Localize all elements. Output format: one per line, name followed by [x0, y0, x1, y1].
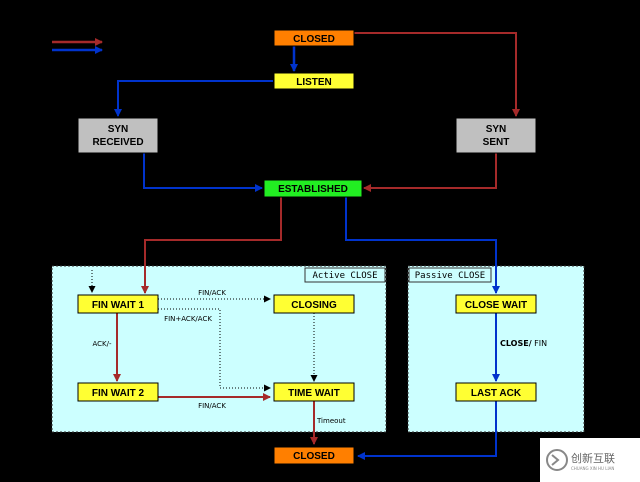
edge-synreceived-established — [143, 153, 263, 192]
state-established-label: ESTABLISHED — [278, 184, 348, 195]
edge-listen-synreceived — [114, 80, 273, 117]
edge-established-closewait — [345, 197, 500, 294]
state-fin-wait-2-label: FIN WAIT 2 — [92, 388, 145, 399]
state-last-ack-label: LAST ACK — [471, 388, 522, 399]
passive-close-label-box — [408, 267, 492, 283]
edge-label-fin: FIN — [532, 339, 548, 348]
state-syn-sent-label-2: SENT — [483, 137, 510, 148]
state-syn-received-label-2: RECEIVED — [92, 137, 143, 148]
watermark-text: 创新互联 — [571, 451, 615, 465]
edge-closed-synsent — [354, 32, 520, 117]
edge-label-fin-ack-2: FIN/ACK — [198, 402, 226, 410]
state-closed-top-label: CLOSED — [293, 34, 335, 45]
watermark-logo: 创新互联 CHUANG XIN HU LIAN — [540, 438, 640, 482]
state-closed-bottom: CLOSED — [273, 446, 355, 465]
edge-synsent-established — [363, 153, 497, 192]
state-closing-label: CLOSING — [291, 300, 337, 311]
state-fin-wait-1-label: FIN WAIT 1 — [92, 300, 145, 311]
edge-lastack-closed — [357, 401, 497, 460]
state-syn-sent-label-1: SYN — [486, 124, 507, 135]
edge-label-timeout: Timeout — [316, 417, 346, 425]
state-syn-received: SYN RECEIVED — [77, 117, 159, 154]
state-established: ESTABLISHED — [263, 179, 363, 198]
active-close-label: Active CLOSE — [312, 271, 377, 281]
state-fin-wait-2: FIN WAIT 2 — [77, 382, 159, 402]
passive-close-label: Passive CLOSE — [415, 271, 485, 281]
state-closed-top: CLOSED — [273, 29, 355, 47]
active-close-panel — [51, 265, 387, 433]
state-closed-bottom-label: CLOSED — [293, 451, 335, 462]
edge-label-ack: ACK/- — [92, 340, 112, 348]
edge-finwait1-timewait — [158, 308, 271, 392]
state-close-wait: CLOSE WAIT — [455, 294, 537, 314]
edge-label-fin-plus-ack-ack: FIN+ACK/ACK — [164, 315, 212, 323]
watermark-sub: CHUANG XIN HU LIAN — [571, 466, 614, 471]
state-close-wait-label: CLOSE WAIT — [465, 300, 527, 311]
active-close-label-box — [304, 267, 386, 283]
edge-label-close-fin: CLOSE/ FIN — [500, 339, 547, 348]
state-closing: CLOSING — [273, 294, 355, 314]
state-syn-received-label-1: SYN — [108, 124, 129, 135]
state-time-wait-label: TIME WAIT — [288, 388, 340, 399]
state-listen: LISTEN — [273, 72, 355, 90]
state-fin-wait-1: FIN WAIT 1 — [77, 294, 159, 314]
edge-established-finwait1 — [141, 197, 282, 294]
edge-label-fin-ack-1: FIN/ACK — [198, 289, 226, 297]
state-time-wait: TIME WAIT — [273, 382, 355, 402]
edge-label-close-bold: CLOSE/ — [500, 339, 532, 348]
state-listen-label: LISTEN — [296, 77, 332, 88]
state-syn-sent: SYN SENT — [455, 117, 537, 154]
watermark-logo-icon — [546, 449, 568, 471]
state-last-ack: LAST ACK — [455, 382, 537, 402]
